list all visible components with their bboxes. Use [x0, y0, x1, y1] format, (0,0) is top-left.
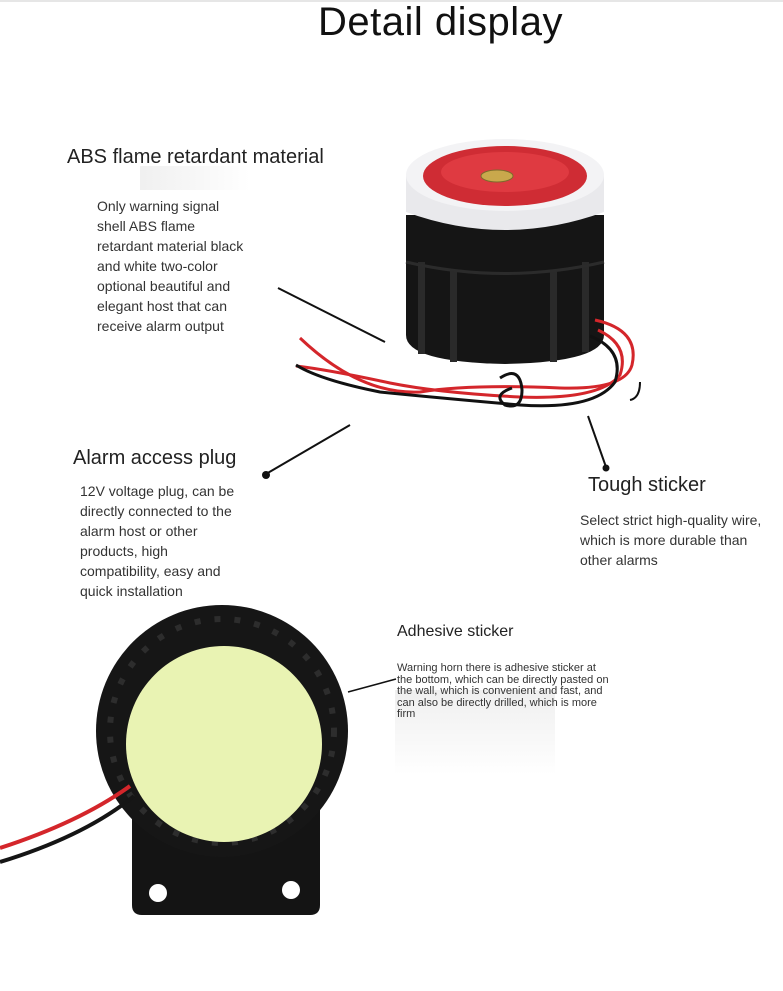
top-divider: [0, 0, 783, 2]
plug-description: 12V voltage plug, can be directly connec…: [80, 483, 235, 599]
adhesive-heading: Adhesive sticker: [397, 623, 514, 640]
abs-heading: ABS flame retardant material: [67, 146, 324, 168]
adhesive-description: Warning horn there is adhesive sticker a…: [397, 662, 609, 720]
tough-heading: Tough sticker: [588, 474, 706, 496]
tough-leader-line: [587, 415, 607, 468]
page-title: Detail display: [318, 0, 563, 44]
tough-leader-dot: [602, 464, 610, 472]
plug-heading: Alarm access plug: [73, 447, 237, 469]
siren-bottom-view: [0, 605, 348, 915]
background-patch: [395, 690, 555, 775]
siren-top-view: [295, 139, 641, 408]
plug-leader-line: [265, 424, 351, 475]
abs-description: Only warning signal shell ABS flame reta…: [97, 198, 244, 334]
adhesive-leader-line: [347, 678, 397, 693]
tough-description: Select strict high-quality wire, which i…: [580, 512, 762, 568]
abs-leader-line: [277, 287, 386, 343]
plug-leader-dot: [262, 471, 270, 479]
background-patch: [140, 166, 250, 190]
